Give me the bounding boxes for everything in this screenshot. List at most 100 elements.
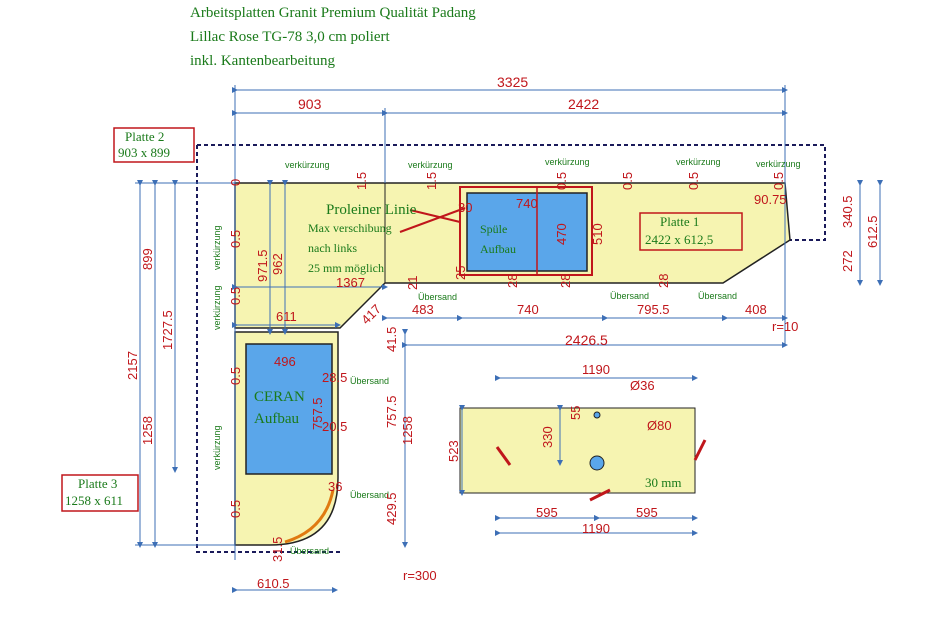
dim-795-5: 795.5 xyxy=(637,302,670,317)
title-line-1: Arbeitsplatten Granit Premium Qualität P… xyxy=(190,5,476,21)
dim-0-5-top-4: 0.5 xyxy=(771,172,786,190)
verkuerzung-7: verkürzung xyxy=(212,285,222,330)
dim-28-5: 28.5 xyxy=(322,370,347,385)
uebersand-6: Übersand xyxy=(290,546,329,556)
plate-3-size: 1258 x 611 xyxy=(65,493,123,508)
dim-41-5: 41.5 xyxy=(384,327,399,352)
dim-1190-a: 1190 xyxy=(582,362,610,377)
title-line-3: inkl. Kantenbearbeitung xyxy=(190,53,335,69)
dim-0-5-left-2: 0.5 xyxy=(228,287,243,305)
uebersand-2: Übersand xyxy=(610,291,649,301)
plate-2-name: Platte 2 xyxy=(125,129,164,144)
dim-610-5: 610.5 xyxy=(257,576,290,591)
dim-0-5-left-3: 0.5 xyxy=(228,367,243,385)
dim-r10: r=10 xyxy=(772,319,798,334)
verkuerzung-5: verkürzung xyxy=(756,159,801,169)
dim-595-b: 595 xyxy=(636,505,658,520)
dim-0: 0 xyxy=(228,179,243,186)
dim-28-a: 28 xyxy=(505,274,520,288)
dim-36: 36 xyxy=(328,479,342,494)
uebersand-3: Übersand xyxy=(698,291,737,301)
dim-25: 25 xyxy=(453,266,468,280)
dim-right-width: 2422 xyxy=(568,96,599,112)
title-line-2: Lillac Rose TG-78 3,0 cm poliert xyxy=(190,29,390,45)
dim-1727-5: 1727.5 xyxy=(160,310,175,350)
dim-0-5-top-3: 0.5 xyxy=(686,172,701,190)
dim-o80: Ø80 xyxy=(647,418,672,433)
dim-899: 899 xyxy=(140,248,155,270)
dim-757-5-a: 757.5 xyxy=(310,397,325,430)
hole-80 xyxy=(589,455,605,471)
uebersand-4: Übersand xyxy=(350,376,389,386)
dim-28-c: 28 xyxy=(656,274,671,288)
plate-2-box xyxy=(113,127,195,163)
dim-971-5: 971.5 xyxy=(255,249,270,282)
dim-757-5-b: 757.5 xyxy=(384,395,399,428)
label-thickness: 30 mm xyxy=(645,475,681,490)
dim-340-5: 340.5 xyxy=(840,195,855,228)
total-outline xyxy=(196,144,826,553)
label-spuele-2: Aufbau xyxy=(480,242,516,256)
verkuerzung-2: verkürzung xyxy=(408,160,453,170)
dim-429-5: 429.5 xyxy=(384,492,399,525)
dim-21: 21 xyxy=(405,276,420,290)
dim-0-5-top-1: 0.5 xyxy=(554,172,569,190)
dim-523: 523 xyxy=(446,440,461,462)
verkuerzung-6: verkürzung xyxy=(212,225,222,270)
uebersand-5: Übersand xyxy=(350,490,389,500)
dim-612-5: 612.5 xyxy=(865,215,880,248)
dim-1367: 1367 xyxy=(336,275,365,290)
label-ceran-1: CERAN xyxy=(254,389,305,405)
dim-1258-b: 1258 xyxy=(400,416,415,445)
dim-611: 611 xyxy=(276,309,297,324)
dim-total-width: 3325 xyxy=(497,74,528,90)
dim-0-5-left-4: 0.5 xyxy=(228,500,243,518)
cut-mark-2 xyxy=(693,439,707,461)
label-proleiner: Proleiner Linie xyxy=(326,202,417,218)
dim-470: 470 xyxy=(554,223,569,245)
label-max-3: 25 mm möglich xyxy=(308,261,384,275)
dim-1-5-b: 1.5 xyxy=(424,172,439,190)
sink-basin xyxy=(466,192,588,272)
proleiner-arrow-2 xyxy=(409,209,461,223)
plate-2-size: 903 x 899 xyxy=(118,145,170,160)
sink-outline xyxy=(459,186,593,276)
dim-31-5: 31.5 xyxy=(270,537,285,562)
cut-mark-1 xyxy=(495,446,512,466)
plate-1-name: Platte 1 xyxy=(660,214,699,229)
plate-1-box xyxy=(639,212,743,251)
dim-1-5-a: 1.5 xyxy=(354,172,369,190)
plate-3-box xyxy=(61,474,139,512)
proleiner-arrow xyxy=(399,207,466,233)
label-max-2: nach links xyxy=(308,241,357,255)
dim-o36: Ø36 xyxy=(630,378,655,393)
label-max-1: Max verschibung xyxy=(308,221,392,235)
dim-90-75: 90.75 xyxy=(754,192,787,207)
dim-55: 55 xyxy=(568,406,583,420)
dim-20-5: 20.5 xyxy=(322,419,347,434)
dim-0-5-top-2: 0.5 xyxy=(620,172,635,190)
dim-962: 962 xyxy=(270,253,285,275)
plate-1-size: 2422 x 612,5 xyxy=(645,232,713,247)
dim-1258-a: 1258 xyxy=(140,416,155,445)
dim-510: 510 xyxy=(590,223,605,245)
dim-483: 483 xyxy=(412,302,434,317)
dim-1190-b: 1190 xyxy=(582,521,610,536)
uebersand-1: Übersand xyxy=(418,292,457,302)
verkuerzung-3: verkürzung xyxy=(545,157,590,167)
dim-r300: r=300 xyxy=(403,568,437,583)
dim-272: 272 xyxy=(840,250,855,272)
verkuerzung-8: verkürzung xyxy=(212,425,222,470)
dim-30: 30 xyxy=(458,200,472,215)
label-spuele-1: Spüle xyxy=(480,222,507,236)
verkuerzung-4: verkürzung xyxy=(676,157,721,167)
hole-36 xyxy=(593,411,601,419)
cooktop-ceran xyxy=(245,343,333,475)
dim-740-b: 740 xyxy=(516,196,538,211)
plate-3-name: Platte 3 xyxy=(78,476,117,491)
label-ceran-2: Aufbau xyxy=(254,411,299,427)
dim-408: 408 xyxy=(745,302,767,317)
dim-496: 496 xyxy=(274,354,296,369)
dim-595-a: 595 xyxy=(536,505,558,520)
